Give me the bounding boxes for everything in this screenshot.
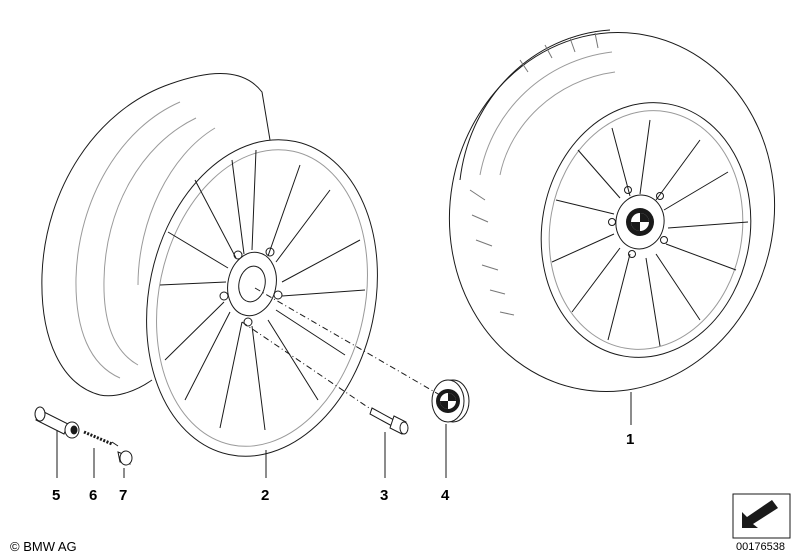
callout-5: 5 bbox=[52, 487, 60, 504]
callout-4: 4 bbox=[441, 487, 450, 504]
callout-6: 6 bbox=[89, 487, 97, 504]
callout-3: 3 bbox=[380, 487, 388, 504]
callout-1: 1 bbox=[626, 431, 634, 448]
valve-cap-drawing bbox=[117, 450, 133, 466]
leader-lines bbox=[56, 392, 632, 478]
copyright-notice: © BMW AG bbox=[10, 539, 77, 554]
view-arrow-icon bbox=[732, 493, 791, 539]
callout-7: 7 bbox=[119, 487, 127, 504]
complete-wheel-drawing bbox=[448, 29, 776, 392]
wheel-bolt-drawing bbox=[369, 407, 409, 435]
valve-core-drawing bbox=[83, 430, 119, 447]
assembly-lines bbox=[241, 287, 441, 411]
bmw-roundel-icon bbox=[626, 208, 654, 236]
hub-cap-drawing bbox=[431, 379, 470, 423]
valve-stem-drawing bbox=[34, 406, 80, 439]
document-number: 00176538 bbox=[736, 541, 785, 553]
rim-drawing bbox=[41, 73, 378, 457]
callout-2: 2 bbox=[261, 487, 269, 504]
